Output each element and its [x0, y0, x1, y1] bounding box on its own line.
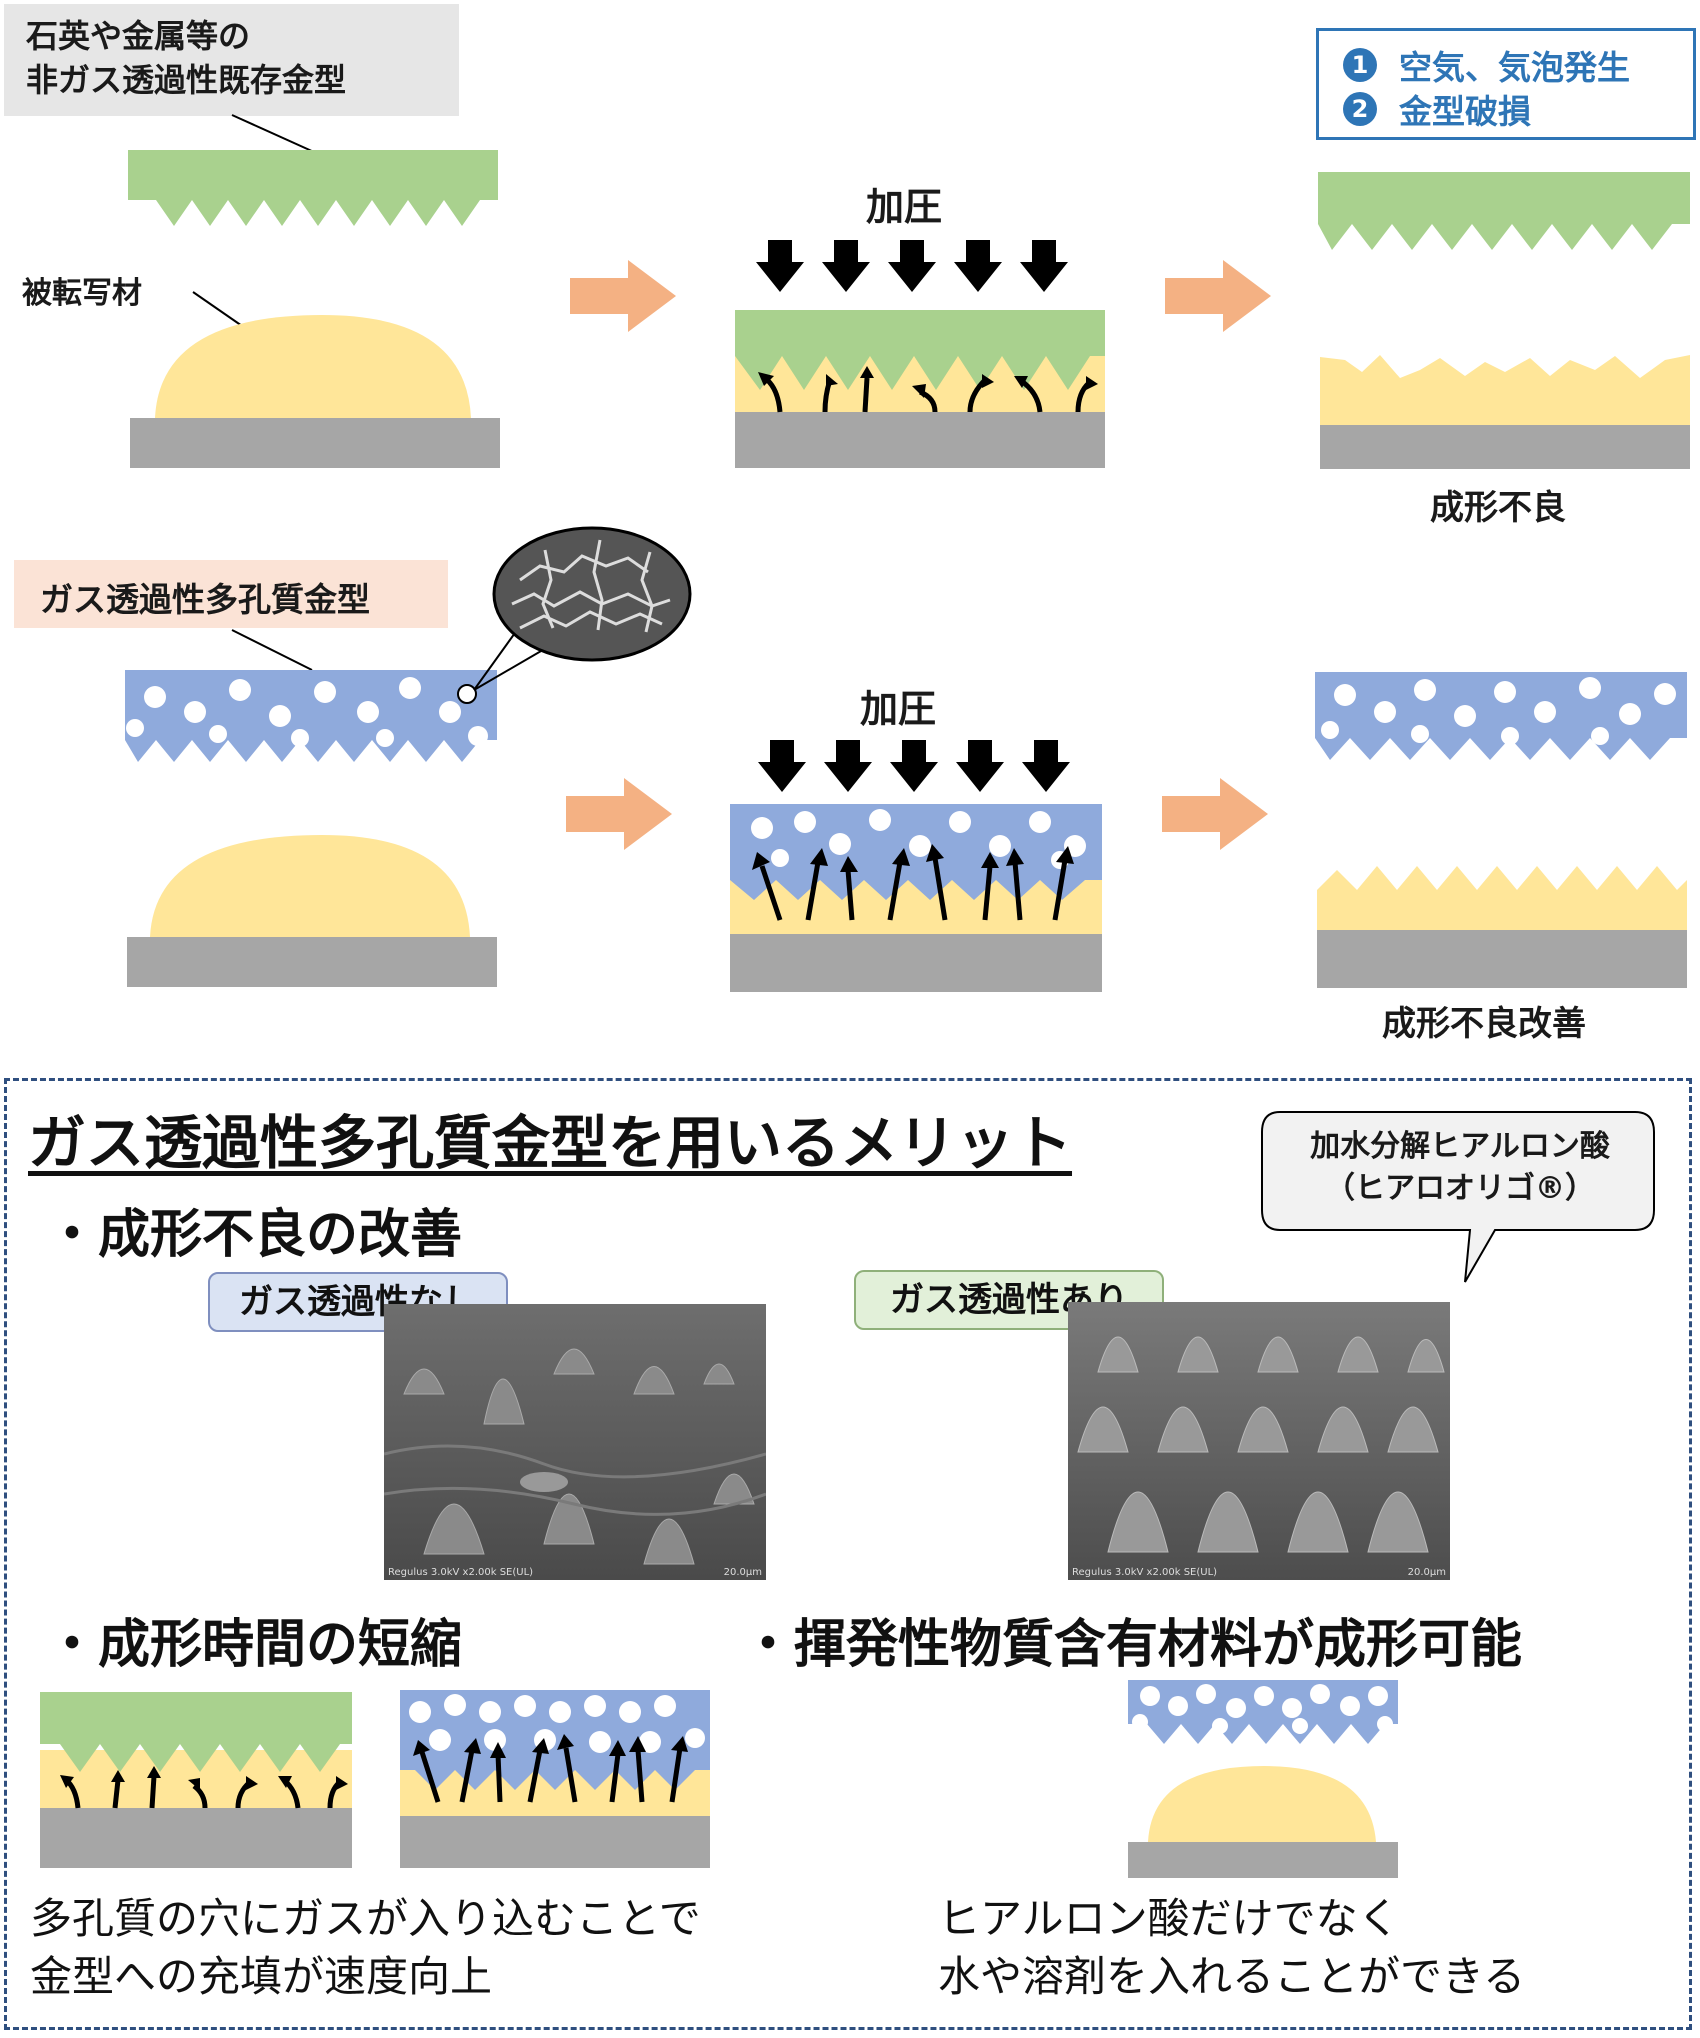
sem-image-with-permeability: Regulus 3.0kV x2.00k SE(UL) 20.0μm	[1068, 1302, 1450, 1580]
base-plate-5	[730, 934, 1102, 992]
small-base-2	[400, 1816, 710, 1868]
callout-text: 加水分解ヒアルロン酸 （ヒアロオリゴ®）	[1264, 1126, 1656, 1210]
pressure-arrows-2	[758, 740, 1070, 792]
description-right-line1: ヒアルロン酸だけでなく	[938, 1894, 1400, 1943]
callout-bubble-svg	[1261, 1111, 1655, 1283]
transfer-material-dome-1	[155, 315, 471, 418]
sem-right-caption: Regulus 3.0kV x2.00k SE(UL) 20.0μm	[1072, 1567, 1446, 1578]
small-base-3	[1128, 1842, 1398, 1878]
pore-highlight	[457, 684, 477, 704]
sem-left-caption: Regulus 3.0kV x2.00k SE(UL) 20.0μm	[388, 1567, 762, 1578]
benefit-item-volatile-materials: ・揮発性物質含有材料が成形可能	[742, 1615, 1523, 1675]
gas-arrows-2	[759, 857, 1068, 921]
pressure-label-1: 加圧	[866, 185, 943, 229]
transfer-material-label: 被転写材	[22, 276, 142, 311]
result-bad-label: 成形不良	[1430, 488, 1566, 528]
description-left-line2: 金型への充填が速度向上	[30, 1952, 493, 2001]
callout-line1: 加水分解ヒアルロン酸	[1310, 1129, 1610, 1164]
result-mold-1	[1318, 172, 1690, 250]
nonporous-mold-1	[128, 150, 498, 226]
leader-line-porous	[231, 629, 313, 671]
legend-item-air-bubbles: 1 空気、気泡発生	[1343, 43, 1693, 87]
sem-right-shapes	[1077, 1336, 1445, 1553]
legend-number-1: 1	[1343, 48, 1377, 82]
nonporous-mold-label-box: 石英や金属等の 非ガス透過性既存金型	[4, 4, 459, 116]
callout-line2: （ヒアロオリゴ®）	[1325, 1171, 1595, 1206]
small-porous-mold-3	[1128, 1680, 1398, 1744]
top-diagram-svg	[125, 114, 1690, 992]
base-plate-4	[127, 937, 497, 987]
sem-right-caption-meta: Regulus 3.0kV x2.00k SE(UL)	[1072, 1567, 1218, 1578]
small-base-1	[40, 1808, 352, 1868]
legend-item-mold-damage: 2 金型破損	[1343, 87, 1693, 131]
benefit-item-time-reduction: ・成形時間の短縮	[46, 1615, 463, 1675]
transfer-material-dome-2	[150, 835, 470, 937]
legend-number-2: 2	[1343, 92, 1377, 126]
porous-mold-1	[125, 670, 497, 762]
result-improved-label: 成形不良改善	[1382, 1004, 1586, 1044]
sem-left-caption-scale: 20.0μm	[723, 1567, 762, 1578]
pore-magnifier	[473, 526, 692, 691]
process-arrow-1	[570, 260, 676, 332]
process-arrow-2	[1165, 260, 1271, 332]
small-pressed-mold-1	[40, 1692, 352, 1772]
small-gas-arrows-2	[419, 1747, 683, 1803]
description-left-line1: 多孔質の穴にガスが入り込むことで	[30, 1894, 701, 1943]
nonporous-mold-label-line1: 石英や金属等の	[26, 17, 251, 55]
process-arrow-3	[566, 778, 672, 850]
nonporous-mold-label-line2: 非ガス透過性既存金型	[26, 61, 347, 99]
description-right: ヒアルロン酸だけでなく 水や溶剤を入れることができる	[938, 1890, 1525, 2006]
sem-left-shapes	[384, 1348, 766, 1565]
sem-image-without-permeability: Regulus 3.0kV x2.00k SE(UL) 20.0μm	[384, 1304, 766, 1580]
pressure-label-2: 加圧	[860, 687, 937, 731]
leader-line-material	[192, 291, 246, 329]
sem-right-caption-scale: 20.0μm	[1407, 1567, 1446, 1578]
small-transfer-material-dome	[1148, 1766, 1376, 1842]
benefits-title: ガス透過性多孔質金型を用いるメリット	[28, 1109, 1073, 1177]
base-plate-2	[735, 412, 1105, 468]
pressure-arrows-1	[756, 240, 1068, 292]
benefits-section	[4, 1078, 1692, 2030]
sem-left-caption-meta: Regulus 3.0kV x2.00k SE(UL)	[388, 1567, 534, 1578]
legend-text-1: 空気、気泡発生	[1399, 48, 1630, 87]
pressed-mold-1	[735, 310, 1105, 390]
process-arrow-4	[1162, 778, 1268, 850]
result-material-good	[1317, 866, 1687, 930]
description-left: 多孔質の穴にガスが入り込むことで 金型への充填が速度向上	[30, 1890, 701, 2006]
leader-line-mold	[231, 114, 315, 153]
legend-text-2: 金型破損	[1399, 92, 1531, 131]
description-right-line2: 水や溶剤を入れることができる	[938, 1952, 1526, 2001]
base-plate-3	[1320, 425, 1690, 469]
base-plate-6	[1317, 930, 1687, 988]
base-plate-1	[130, 418, 500, 468]
benefit-item-defect-improvement: ・成形不良の改善	[46, 1205, 463, 1265]
porous-mold-label: ガス透過性多孔質金型	[14, 560, 448, 628]
result-material-defect	[1320, 355, 1690, 425]
legend-box: 1 空気、気泡発生 2 金型破損	[1316, 28, 1696, 140]
